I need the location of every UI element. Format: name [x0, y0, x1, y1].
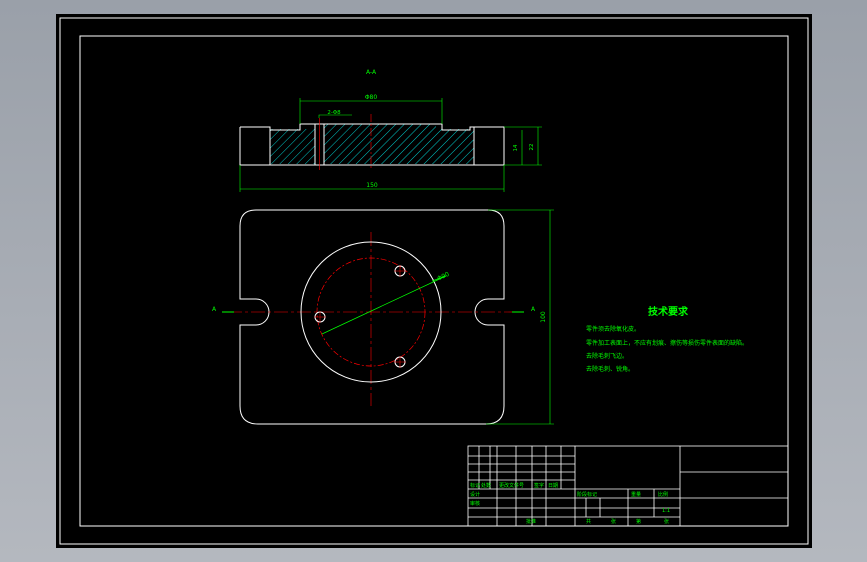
section-hatch-center: [324, 124, 436, 164]
section-hatch-right: [436, 129, 474, 164]
section-hatch-left: [270, 129, 315, 164]
tech-item-1: 零件须去除氧化皮。: [586, 325, 640, 333]
tech-item-2: 零件加工表面上，不应有划痕、擦伤等损伤零件表面的缺陷。: [586, 339, 748, 347]
tb-scale: 1:1: [662, 508, 670, 514]
section-label: A-A: [366, 69, 377, 76]
tech-item-3: 去除毛刺飞边。: [586, 352, 628, 360]
tb-stage: 阶段标记: [577, 491, 597, 498]
tb-sign: 签字: [534, 482, 544, 489]
dim-top-text: Φ80: [365, 94, 378, 101]
tb-count: 处数: [481, 482, 491, 489]
boss-circle: [300, 241, 442, 383]
tech-requirements: 技术要求 零件须去除氧化皮。 零件加工表面上，不应有划痕、擦伤等损伤零件表面的缺…: [586, 305, 748, 373]
inner-frame: [79, 35, 789, 527]
title-block-text: 标记 处数 更改文件号 签字 日期 设计 阶段标记 重量 比例 1:1 审核 批…: [470, 482, 670, 525]
section-mark-left: A: [212, 306, 217, 313]
tb-change-doc: 更改文件号: [499, 482, 524, 489]
bolt-circle: [316, 257, 426, 367]
section-view: A-A Φ80 2-Φ8: [239, 69, 542, 192]
tb-mark: 标记: [470, 482, 480, 489]
tb-design: 设计: [470, 491, 480, 498]
tb-sheet-unit-1: 张: [611, 518, 616, 525]
tb-audit: 审核: [470, 500, 480, 507]
section-mark-right: A: [531, 306, 536, 313]
dim-circle-shoulder: [431, 275, 447, 282]
tech-item-4: 去除毛刺、锐角。: [586, 365, 634, 373]
dim-right-text-2: 22: [529, 144, 535, 151]
dim-plan-text: 100: [540, 311, 547, 323]
dim-circle-text: Φ90: [436, 271, 450, 283]
hole-3: [394, 356, 406, 368]
hole-1: [394, 265, 406, 277]
dim-right-text-1: 14: [513, 144, 519, 151]
tb-approve: 批准: [526, 518, 536, 525]
tb-weight: 重量: [631, 491, 641, 498]
plan-view: Φ90 A A 100: [212, 209, 554, 425]
hole-2: [314, 311, 326, 323]
tb-ratio: 比例: [658, 491, 668, 498]
tech-title: 技术要求: [648, 305, 689, 318]
dim-hole-leader: [318, 114, 352, 118]
dim-bottom-text: 150: [366, 182, 378, 189]
outer-frame: [59, 17, 809, 545]
tb-sheet-total: 共: [586, 518, 591, 525]
title-block: [467, 445, 789, 527]
drawing-canvas[interactable]: A-A Φ80 2-Φ8: [56, 14, 812, 548]
tb-sheet-no: 第: [636, 518, 641, 525]
drawing-svg: A-A Φ80 2-Φ8: [59, 17, 809, 545]
tb-sheet-unit-2: 张: [664, 518, 669, 525]
dim-circle-leader: [321, 275, 447, 335]
dim-hole-text: 2-Φ8: [327, 110, 341, 116]
tb-date: 日期: [548, 483, 558, 489]
